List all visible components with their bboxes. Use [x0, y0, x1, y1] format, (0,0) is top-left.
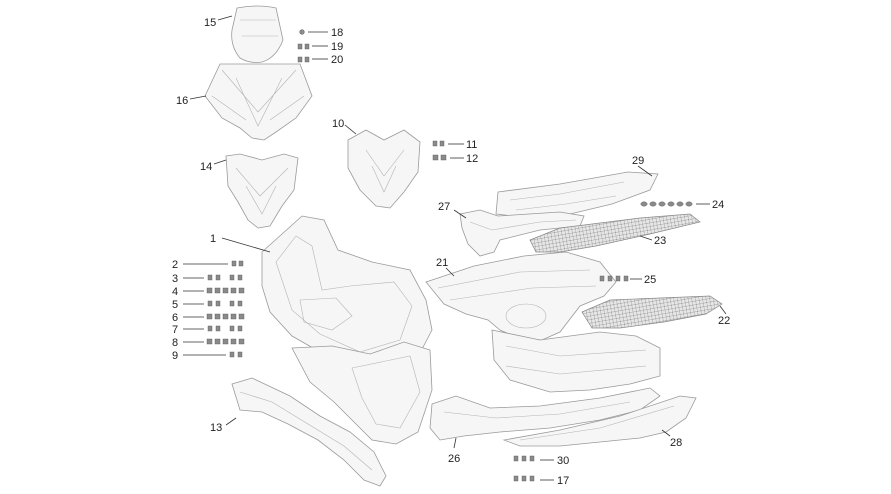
part-23-mesh-floor-panel: [529, 213, 701, 253]
callout-3: 3: [172, 273, 178, 285]
fastener-25: [599, 275, 629, 282]
callout-30: 30: [557, 455, 569, 467]
callout-10: 10: [332, 118, 344, 130]
callout-18: 18: [331, 27, 343, 39]
callout-8: 8: [172, 337, 178, 349]
fastener-12: [432, 154, 447, 161]
part-13-side-skirt: [231, 377, 387, 487]
callout-13: 13: [210, 422, 222, 434]
callout-14: 14: [200, 161, 212, 173]
callout-27: 27: [438, 201, 450, 213]
part-16-upper-front-cover: [204, 63, 313, 141]
callout-15: 15: [204, 17, 216, 29]
part-21-floorboard: [425, 251, 617, 341]
fastener-20: [297, 56, 310, 63]
callout-12: 12: [466, 153, 478, 165]
callout-1: 1: [210, 233, 216, 245]
callout-11: 11: [466, 139, 477, 151]
fastener-17: [513, 475, 535, 482]
part-28-rear-side-panel: [502, 395, 697, 447]
callout-16: 16: [176, 95, 188, 107]
part-center-tunnel: [491, 329, 661, 393]
callout-21: 21: [436, 257, 448, 269]
part-leg-shield-lower: [291, 341, 433, 445]
fastener-4: [206, 287, 245, 294]
fastener-11: [432, 140, 445, 147]
part-10-inner-cover: [347, 129, 421, 209]
callout-4: 4: [172, 286, 178, 298]
fastener-9: [229, 351, 243, 358]
leader-lines: [183, 15, 727, 481]
part-27-side-bracket: [459, 209, 585, 257]
callout-5: 5: [172, 299, 178, 311]
callout-25: 25: [644, 274, 656, 286]
callout-7: 7: [172, 324, 178, 336]
callout-26: 26: [448, 453, 460, 465]
fastener-7: [207, 325, 243, 332]
part-24-rivet-row: [640, 201, 693, 207]
callout-24: 24: [712, 199, 724, 211]
fastener-5: [207, 300, 243, 307]
fastener-8: [206, 338, 245, 345]
callout-9: 9: [172, 350, 178, 362]
callout-2: 2: [172, 259, 178, 271]
callout-28: 28: [670, 437, 682, 449]
part-22-mesh-floor-panel: [581, 295, 723, 329]
fastener-3: [207, 274, 243, 281]
part-15-windscreen: [231, 5, 284, 63]
callout-labels: 1 2 3 4 5 6 7 8 9 10 11 12 13 14 15 16 1…: [172, 17, 730, 487]
fastener-19: [297, 43, 310, 50]
part-14-lower-front-cover: [225, 153, 299, 229]
callout-6: 6: [172, 312, 178, 324]
fastener-2: [231, 260, 244, 267]
callout-17: 17: [557, 475, 569, 487]
fastener-30: [513, 455, 535, 462]
callout-29: 29: [632, 155, 644, 167]
callout-22: 22: [718, 315, 730, 327]
part-29-upper-side-panel: [495, 171, 659, 219]
fastener-18: [299, 29, 305, 35]
callout-19: 19: [331, 41, 343, 53]
callout-23: 23: [654, 235, 666, 247]
callout-20: 20: [331, 54, 343, 66]
fastener-6: [206, 313, 245, 320]
